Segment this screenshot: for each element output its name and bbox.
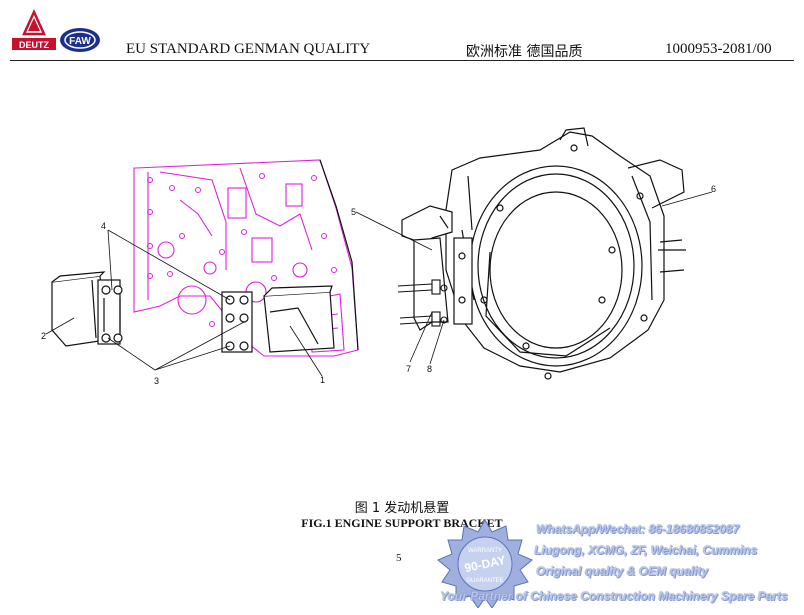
seal-top-text: WARRANTY	[468, 548, 502, 554]
figure-caption-chinese: 图 1 发动机悬置	[354, 501, 450, 516]
callout-6: 6	[711, 184, 716, 194]
brand-logos: DEUTZ FAW	[12, 8, 100, 52]
bracket-right-item-1	[221, 285, 335, 353]
document-number: 1000953-2081/00	[665, 41, 772, 57]
faw-logo: FAW	[60, 28, 100, 52]
slogan-english: EU STANDARD GENMAN QUALITY	[126, 41, 371, 57]
page-number: 5	[396, 552, 402, 564]
callout-numbers: 1 2 3 4 5 6 7 8	[41, 184, 716, 386]
bracket-left-item-2	[51, 271, 123, 347]
callout-1: 1	[320, 375, 325, 385]
seal-bottom-text: GUARANTEE	[466, 578, 503, 584]
callout-leaders	[45, 191, 713, 377]
engine-block-bolt-holes	[147, 173, 337, 327]
warranty-seal: WARRANTY 90-DAY GUARANTEE	[437, 519, 533, 608]
faw-wordmark: FAW	[69, 36, 91, 47]
engine-outer-edge	[319, 159, 359, 351]
figure-caption-english: FIG.1 ENGINE SUPPORT BRACKET	[301, 516, 503, 530]
slogan-chinese: 欧洲标准 德国品质	[466, 44, 583, 60]
watermark-contact: WhatsApp/Wechat: 86-18680852087	[536, 522, 740, 536]
flywheel-housing-item-6	[445, 127, 686, 380]
watermark-brands: Liugong, XCMG, ZF, Weichai, Cummins	[534, 543, 758, 557]
callout-3: 3	[154, 376, 159, 386]
callout-5: 5	[351, 207, 356, 217]
deutz-logo: DEUTZ	[12, 8, 56, 50]
watermark-tagline: Your Partner of Chinese Construction Mac…	[440, 589, 788, 603]
callout-7: 7	[406, 364, 411, 374]
deutz-wordmark: DEUTZ	[19, 40, 49, 50]
bolts-items-7-8	[397, 279, 448, 327]
watermark-quality: Original quality & OEM quality	[536, 564, 709, 578]
page-header: DEUTZ FAW EU STANDARD GENMAN QUALITY 欧洲标…	[0, 0, 804, 62]
callout-8: 8	[427, 364, 432, 374]
callout-2: 2	[41, 331, 46, 341]
mount-bracket-item-5	[401, 205, 473, 331]
callout-4: 4	[101, 221, 106, 231]
header-rule	[10, 60, 794, 61]
seal-starburst-icon	[437, 519, 533, 608]
